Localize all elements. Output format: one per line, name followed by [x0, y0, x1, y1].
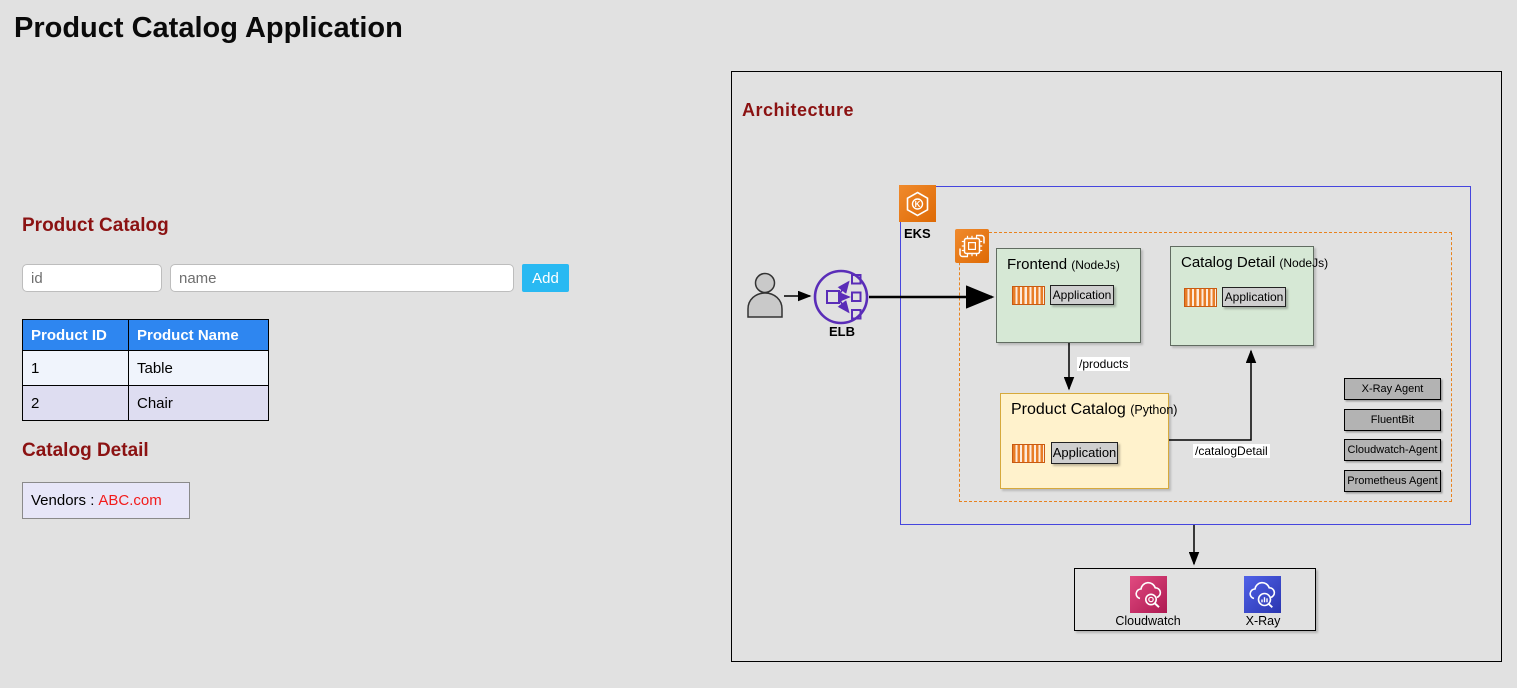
service-frontend: Frontend (NodeJs) Application: [996, 248, 1141, 343]
agent-fluentbit: FluentBit: [1344, 409, 1441, 431]
svg-text:K: K: [915, 200, 921, 209]
cell-product-name: Chair: [128, 385, 269, 421]
xray-label: X-Ray: [1245, 614, 1281, 628]
container-icon: [1012, 444, 1045, 463]
elb-icon: [813, 269, 869, 325]
container-icon: [1184, 288, 1217, 307]
vendors-label: Vendors :: [31, 492, 95, 509]
architecture-panel: Architecture K EKS: [731, 71, 1502, 662]
edge-label-catalog-detail: /catalogDetail: [1193, 444, 1270, 458]
agent-prometheus: Prometheus Agent: [1344, 470, 1441, 492]
cell-product-name: Table: [128, 350, 269, 386]
service-catalog-detail: Catalog Detail (NodeJs) Application: [1170, 246, 1329, 346]
table-row: 2 Chair: [22, 385, 269, 421]
service-catalog-detail-title: Catalog Detail (NodeJs): [1181, 254, 1329, 271]
catalog-detail-heading: Catalog Detail: [22, 440, 149, 461]
agent-xray: X-Ray Agent: [1344, 378, 1441, 400]
application-chip: Application: [1050, 285, 1114, 305]
elb-label: ELB: [829, 324, 855, 339]
vendor-value: ABC.com: [98, 492, 162, 509]
eks-icon: K: [899, 185, 936, 222]
cell-product-id: 1: [22, 350, 129, 386]
service-frontend-title: Frontend (NodeJs): [1007, 256, 1120, 273]
header-product-name: Product Name: [128, 319, 269, 351]
product-table: Product ID Product Name 1 Table 2 Chair: [22, 319, 269, 421]
agent-cloudwatch: Cloudwatch-Agent: [1344, 439, 1441, 461]
cloudwatch-icon: [1130, 576, 1167, 613]
monitoring-box: Cloudwatch X-Ray: [1074, 568, 1316, 631]
product-table-header-row: Product ID Product Name: [22, 319, 269, 351]
name-input[interactable]: [170, 264, 514, 292]
add-button[interactable]: Add: [522, 264, 569, 292]
table-row: 1 Table: [22, 350, 269, 386]
cloudwatch-label: Cloudwatch: [1115, 614, 1181, 628]
header-product-id: Product ID: [22, 319, 129, 351]
service-product-catalog: Product Catalog (Python) Application: [1000, 393, 1178, 489]
architecture-heading: Architecture: [742, 100, 855, 120]
xray-icon: [1244, 576, 1281, 613]
page-title: Product Catalog Application: [14, 12, 403, 44]
user-icon: [747, 272, 783, 318]
application-chip: Application: [1051, 442, 1118, 464]
pod-icon: [955, 229, 989, 263]
application-chip: Application: [1222, 287, 1286, 307]
vendors-box: Vendors :ABC.com: [22, 482, 190, 519]
cell-product-id: 2: [22, 385, 129, 421]
edge-label-products: /products: [1077, 357, 1131, 371]
product-catalog-heading: Product Catalog: [22, 215, 169, 236]
namespace-dashed-boundary: [959, 232, 1452, 502]
service-product-catalog-title: Product Catalog (Python): [1011, 401, 1178, 418]
eks-cluster-boundary: [900, 186, 1471, 525]
eks-label: EKS: [904, 226, 931, 241]
id-input[interactable]: [22, 264, 162, 292]
container-icon: [1012, 286, 1045, 305]
